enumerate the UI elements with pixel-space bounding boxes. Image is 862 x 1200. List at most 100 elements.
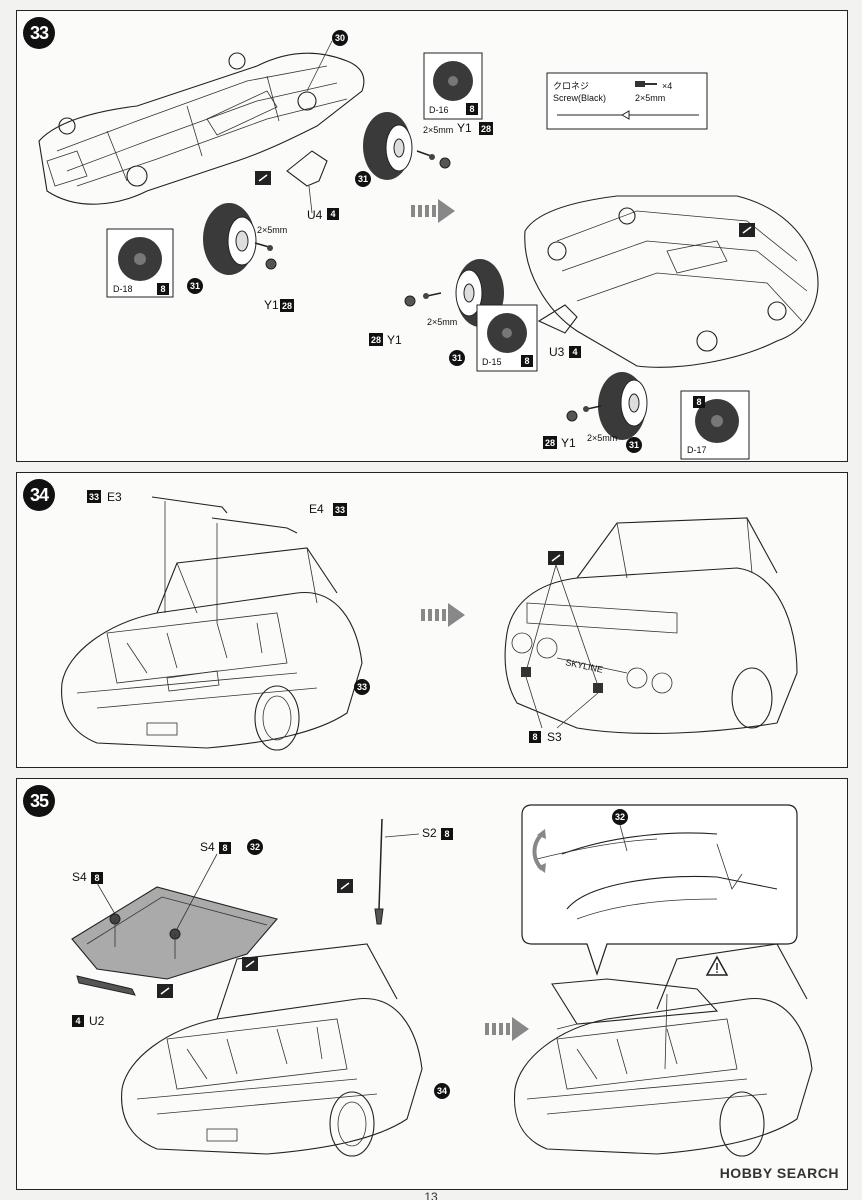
step-number-35: 35: [23, 785, 55, 817]
d16-decal-box: D-16 8: [423, 52, 483, 120]
glue-icon: [548, 551, 564, 565]
glue-icon: [255, 171, 271, 185]
svg-text:S3: S3: [547, 730, 562, 744]
svg-text:33: 33: [89, 492, 99, 502]
tire-icon: [363, 112, 413, 180]
svg-text:SKYLINE: SKYLINE: [565, 657, 604, 675]
d17-decal-box: D-17 8: [680, 390, 750, 460]
svg-text:31: 31: [190, 281, 200, 291]
car-underside-right: [524, 195, 819, 368]
svg-text:2×5mm: 2×5mm: [587, 433, 617, 443]
svg-text:S4: S4: [200, 840, 215, 854]
warning-icon: [705, 955, 729, 976]
tire-icon: [598, 372, 648, 440]
arrow-right-icon: [485, 1017, 529, 1041]
y1-cap: [265, 258, 277, 270]
detail-inset: [521, 804, 798, 976]
step-34-panel: 34 33 E3 E4 33 33: [16, 472, 848, 768]
svg-text:4: 4: [330, 209, 335, 219]
car-rear-view: [504, 517, 798, 734]
svg-text:31: 31: [358, 174, 368, 184]
svg-text:2×5mm: 2×5mm: [257, 225, 287, 235]
wiper-e4: [211, 517, 298, 534]
svg-text:8: 8: [444, 829, 449, 839]
svg-text:8: 8: [160, 284, 165, 294]
screwdriver-icon: [557, 110, 699, 120]
screw-icon: [635, 81, 657, 87]
hobby-search-watermark: HOBBY SEARCH: [719, 1165, 839, 1181]
svg-text:D-17: D-17: [687, 445, 707, 455]
glue-icon: [242, 957, 258, 971]
step-number-34: 34: [23, 479, 55, 511]
screw-icon: [423, 292, 442, 299]
svg-text:クロネジ: クロネジ: [553, 81, 589, 91]
s3-part: [521, 667, 531, 677]
svg-text:×4: ×4: [662, 81, 672, 91]
svg-text:8: 8: [696, 397, 701, 407]
svg-text:4: 4: [572, 347, 577, 357]
screw-icon: [254, 242, 273, 251]
callout-30: [332, 30, 348, 46]
svg-text:Y1: Y1: [387, 333, 402, 347]
step-35-diagram: S4 8 S4 8 32 4 U2 S2 8: [71, 804, 813, 1157]
u2-part: [76, 975, 136, 996]
svg-text:U3: U3: [549, 345, 565, 359]
svg-text:28: 28: [282, 301, 292, 311]
tire-icon: [203, 203, 257, 275]
car-front-view: [121, 943, 423, 1157]
svg-text:D-15: D-15: [482, 357, 502, 367]
d15-decal-box: D-15 8: [476, 304, 538, 372]
svg-text:28: 28: [481, 124, 491, 134]
u3-part: [537, 304, 578, 334]
hood-panel: [71, 886, 278, 980]
screw-legend: クロネジ Screw(Black) ×4 2×5mm: [546, 72, 708, 130]
screw-icon: [583, 405, 602, 412]
svg-text:33: 33: [357, 682, 367, 692]
svg-text:2×5mm: 2×5mm: [423, 125, 453, 135]
glue-icon: [739, 223, 755, 237]
svg-text:2×5mm: 2×5mm: [635, 93, 665, 103]
antenna-s2: [378, 818, 383, 910]
svg-text:S4: S4: [72, 870, 87, 884]
step-33-diagram: 30 U4 4 31 2×5mm Y1 28 D-18 8: [38, 30, 819, 460]
svg-text:8: 8: [469, 104, 474, 114]
svg-text:U2: U2: [89, 1014, 105, 1028]
svg-text:4: 4: [75, 1016, 80, 1026]
arrow-right-icon: [421, 603, 465, 627]
u4-sprue-box: [327, 208, 339, 220]
svg-text:28: 28: [545, 438, 555, 448]
u4-part: [286, 150, 328, 187]
wiper-e3: [151, 496, 228, 514]
step-number-33: 33: [23, 17, 55, 49]
svg-text:E4: E4: [309, 502, 324, 516]
svg-text:31: 31: [629, 440, 639, 450]
svg-text:8: 8: [532, 732, 537, 742]
glue-icon: [337, 879, 353, 893]
svg-text:32: 32: [250, 842, 260, 852]
svg-text:8: 8: [222, 843, 227, 853]
svg-text:S2: S2: [422, 826, 437, 840]
car-underside-left: [38, 52, 365, 205]
glue-icon: [157, 984, 173, 998]
svg-text:E3: E3: [107, 490, 122, 504]
svg-text:32: 32: [615, 812, 625, 822]
svg-text:Y1: Y1: [264, 298, 279, 312]
svg-text:D-16: D-16: [429, 105, 449, 115]
car-hood-open-view: [513, 943, 813, 1157]
page-number: 13: [424, 1190, 438, 1200]
car-front-view: [61, 547, 363, 751]
svg-text:D-18: D-18: [113, 284, 133, 294]
step-33-panel: 33 30 U4 4: [16, 10, 848, 462]
svg-text:Y1: Y1: [457, 121, 472, 135]
svg-text:28: 28: [371, 335, 381, 345]
svg-text:8: 8: [94, 873, 99, 883]
svg-text:Screw(Black): Screw(Black): [553, 93, 606, 103]
svg-text:U4: U4: [307, 208, 323, 222]
svg-text:2×5mm: 2×5mm: [427, 317, 457, 327]
svg-text:31: 31: [452, 353, 462, 363]
step-34-diagram: 33 E3 E4 33 33: [61, 490, 798, 751]
s3-part: [593, 683, 603, 693]
arrow-right-icon: [411, 199, 455, 223]
step-35-panel: 35 S4 8 S4 8 32 4 U2 S2 8: [16, 778, 848, 1190]
svg-text:33: 33: [335, 505, 345, 515]
